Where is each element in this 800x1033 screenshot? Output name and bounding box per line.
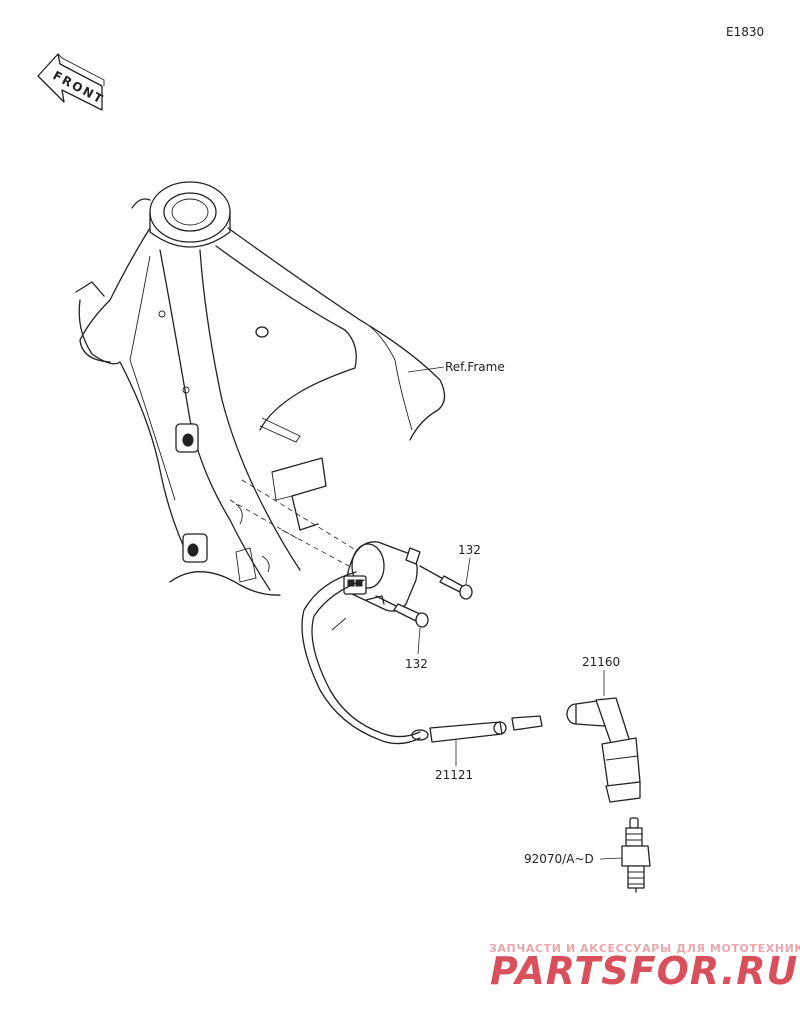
ignition-cable — [301, 571, 543, 745]
bolt-upper-leader — [465, 557, 471, 585]
spark-plug — [621, 817, 651, 893]
spark-plug-leader — [599, 857, 623, 860]
watermark-tagline: ЗАПЧАСТИ И АКСЕССУАРЫ ДЛЯ МОТОТЕХНИКИ — [489, 942, 800, 955]
ref-frame-label: Ref.Frame — [445, 360, 505, 374]
bolt-upper-label: 132 — [458, 543, 481, 557]
front-arrow-icon: FRONT — [37, 53, 106, 111]
frame-drawing — [75, 181, 446, 596]
watermark-brand: PARTSFOR.RU — [490, 949, 798, 993]
diagram-code: E1830 — [726, 25, 764, 39]
spark-plug-cap — [566, 697, 641, 803]
cable-label: 21121 — [435, 768, 473, 782]
bolt-upper — [419, 565, 473, 600]
ref-frame-leader — [407, 366, 445, 373]
bolt-lower — [375, 595, 429, 628]
bolt-lower-label: 132 — [405, 657, 428, 671]
spark-plug-label: 92070/A~D — [524, 852, 594, 866]
cap-label: 21160 — [582, 655, 620, 669]
bolt-lower-leader — [417, 627, 421, 655]
ignition-coil — [343, 541, 421, 612]
